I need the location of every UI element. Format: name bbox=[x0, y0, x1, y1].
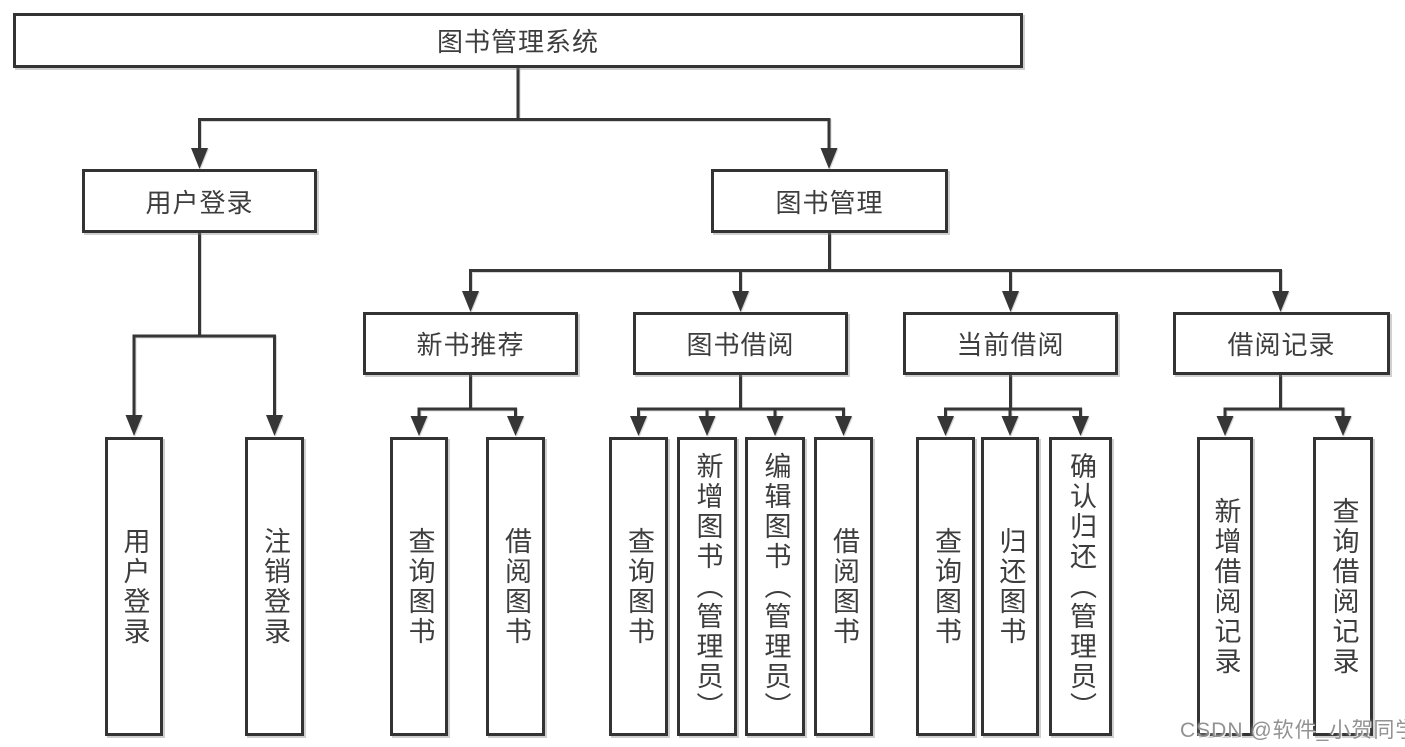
leaf-query-books-recommend: 查询图书 bbox=[390, 437, 448, 736]
csdn-watermark: CSDN @软件_小贺同学 bbox=[1180, 719, 1405, 742]
leaf-user-login: 用户登录 bbox=[105, 437, 163, 736]
leaf-logout: 注销登录 bbox=[245, 437, 304, 736]
node-book-management-label: 图书管理 bbox=[775, 187, 884, 218]
node-new-book-recommend: 新书推荐 bbox=[363, 312, 578, 375]
arrowheads bbox=[125, 148, 1352, 436]
leaf-add-book-admin: 新增图书（管理员） bbox=[677, 437, 737, 736]
leaf-logout-label: 注销登录 bbox=[260, 526, 290, 647]
leaf-edit-book-admin-label: 编辑图书（管理员） bbox=[760, 451, 791, 722]
node-user-login: 用户登录 bbox=[82, 169, 317, 233]
leaf-confirm-return-admin: 确认归还（管理员） bbox=[1049, 437, 1112, 736]
leaf-borrow-books-recommend-label: 借阅图书 bbox=[501, 526, 531, 647]
node-borrow-records: 借阅记录 bbox=[1173, 312, 1390, 375]
node-current-borrow: 当前借阅 bbox=[903, 312, 1118, 375]
node-current-borrow-label: 当前借阅 bbox=[956, 330, 1065, 360]
leaf-query-books-borrow-label: 查询图书 bbox=[624, 526, 654, 647]
leaf-borrow-books-label: 借阅图书 bbox=[829, 526, 859, 647]
leaf-add-borrow-record: 新增借阅记录 bbox=[1197, 437, 1253, 736]
leaf-return-book: 归还图书 bbox=[981, 437, 1039, 736]
node-root: 图书管理系统 bbox=[13, 13, 1023, 68]
leaf-query-borrow-record-label: 查询借阅记录 bbox=[1328, 496, 1359, 677]
leaf-add-book-admin-label: 新增图书（管理员） bbox=[692, 451, 723, 722]
leaf-add-borrow-record-label: 新增借阅记录 bbox=[1210, 496, 1241, 677]
leaf-confirm-return-admin-label: 确认归还（管理员） bbox=[1066, 451, 1096, 722]
leaf-query-books-recommend-label: 查询图书 bbox=[404, 526, 435, 647]
leaf-borrow-books: 借阅图书 bbox=[814, 437, 873, 736]
leaf-user-login-label: 用户登录 bbox=[119, 526, 150, 647]
node-book-management: 图书管理 bbox=[711, 169, 948, 233]
leaf-borrow-books-recommend: 借阅图书 bbox=[486, 437, 545, 736]
node-user-login-label: 用户登录 bbox=[145, 187, 254, 218]
leaf-query-books-current: 查询图书 bbox=[916, 437, 975, 736]
node-root-label: 图书管理系统 bbox=[436, 27, 599, 57]
leaf-query-borrow-record: 查询借阅记录 bbox=[1313, 437, 1373, 736]
leaf-query-books-current-label: 查询图书 bbox=[931, 526, 961, 647]
node-book-borrow-label: 图书借阅 bbox=[686, 330, 795, 360]
node-borrow-records-label: 借阅记录 bbox=[1227, 330, 1336, 360]
node-book-borrow: 图书借阅 bbox=[633, 312, 848, 375]
leaf-return-book-label: 归还图书 bbox=[995, 526, 1026, 647]
node-new-book-recommend-label: 新书推荐 bbox=[416, 330, 525, 360]
leaf-edit-book-admin: 编辑图书（管理员） bbox=[745, 437, 805, 736]
leaf-query-books-borrow: 查询图书 bbox=[609, 437, 668, 736]
